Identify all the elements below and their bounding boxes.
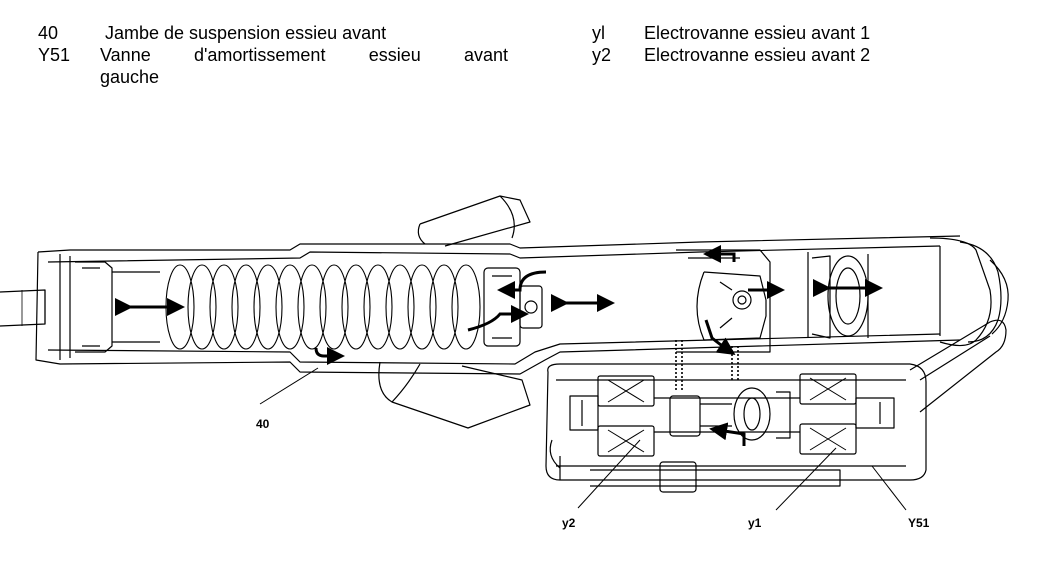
mount-bracket [417,195,531,247]
legend-entry-y2: y2 Electrovanne essieu avant 2 [592,44,1012,66]
legend-description: Jambe de suspension essieu avant [100,23,387,43]
legend-code: 40 [38,23,59,43]
callout-40: 40 [256,417,270,431]
end-cap [929,237,1009,347]
legend-description: Electrovanne essieu avant 1 [644,23,871,43]
valve-carrier-arm [909,319,1007,413]
legend-code: Y51 [38,45,71,65]
legend-right: yl Electrovanne essieu avant 1 y2 Electr… [592,22,1012,66]
legend-entry-y51: Y51 Vanne d'amortissement essieu avant [38,44,508,66]
callout-y1: y1 [748,516,762,530]
lower-bracket [378,361,531,429]
upper-valve [676,249,771,353]
coil-spring [165,264,481,350]
piston [483,267,543,347]
strut-body [35,235,961,375]
legend-code: yl [592,23,605,43]
legend-code: y2 [592,45,612,65]
piston-rod [0,289,46,327]
legend-left: 40 Jambe de suspension essieu avant Y51 … [38,22,508,88]
callout-y2: y2 [562,516,576,530]
flow-arrows [115,245,883,446]
leader-lines [259,367,907,511]
legend-description: Electrovanne essieu avant 2 [644,45,871,65]
legend-entry-40: 40 Jambe de suspension essieu avant [38,22,508,44]
end-chamber [807,252,869,339]
legend-description: Vanne d'amortissement essieu avant [100,45,508,65]
legend-description-continued: gauche [100,67,160,87]
callout-y51: Y51 [908,516,930,530]
legend-entry-y1: yl Electrovanne essieu avant 1 [592,22,1012,44]
damping-valve-housing [545,363,927,493]
